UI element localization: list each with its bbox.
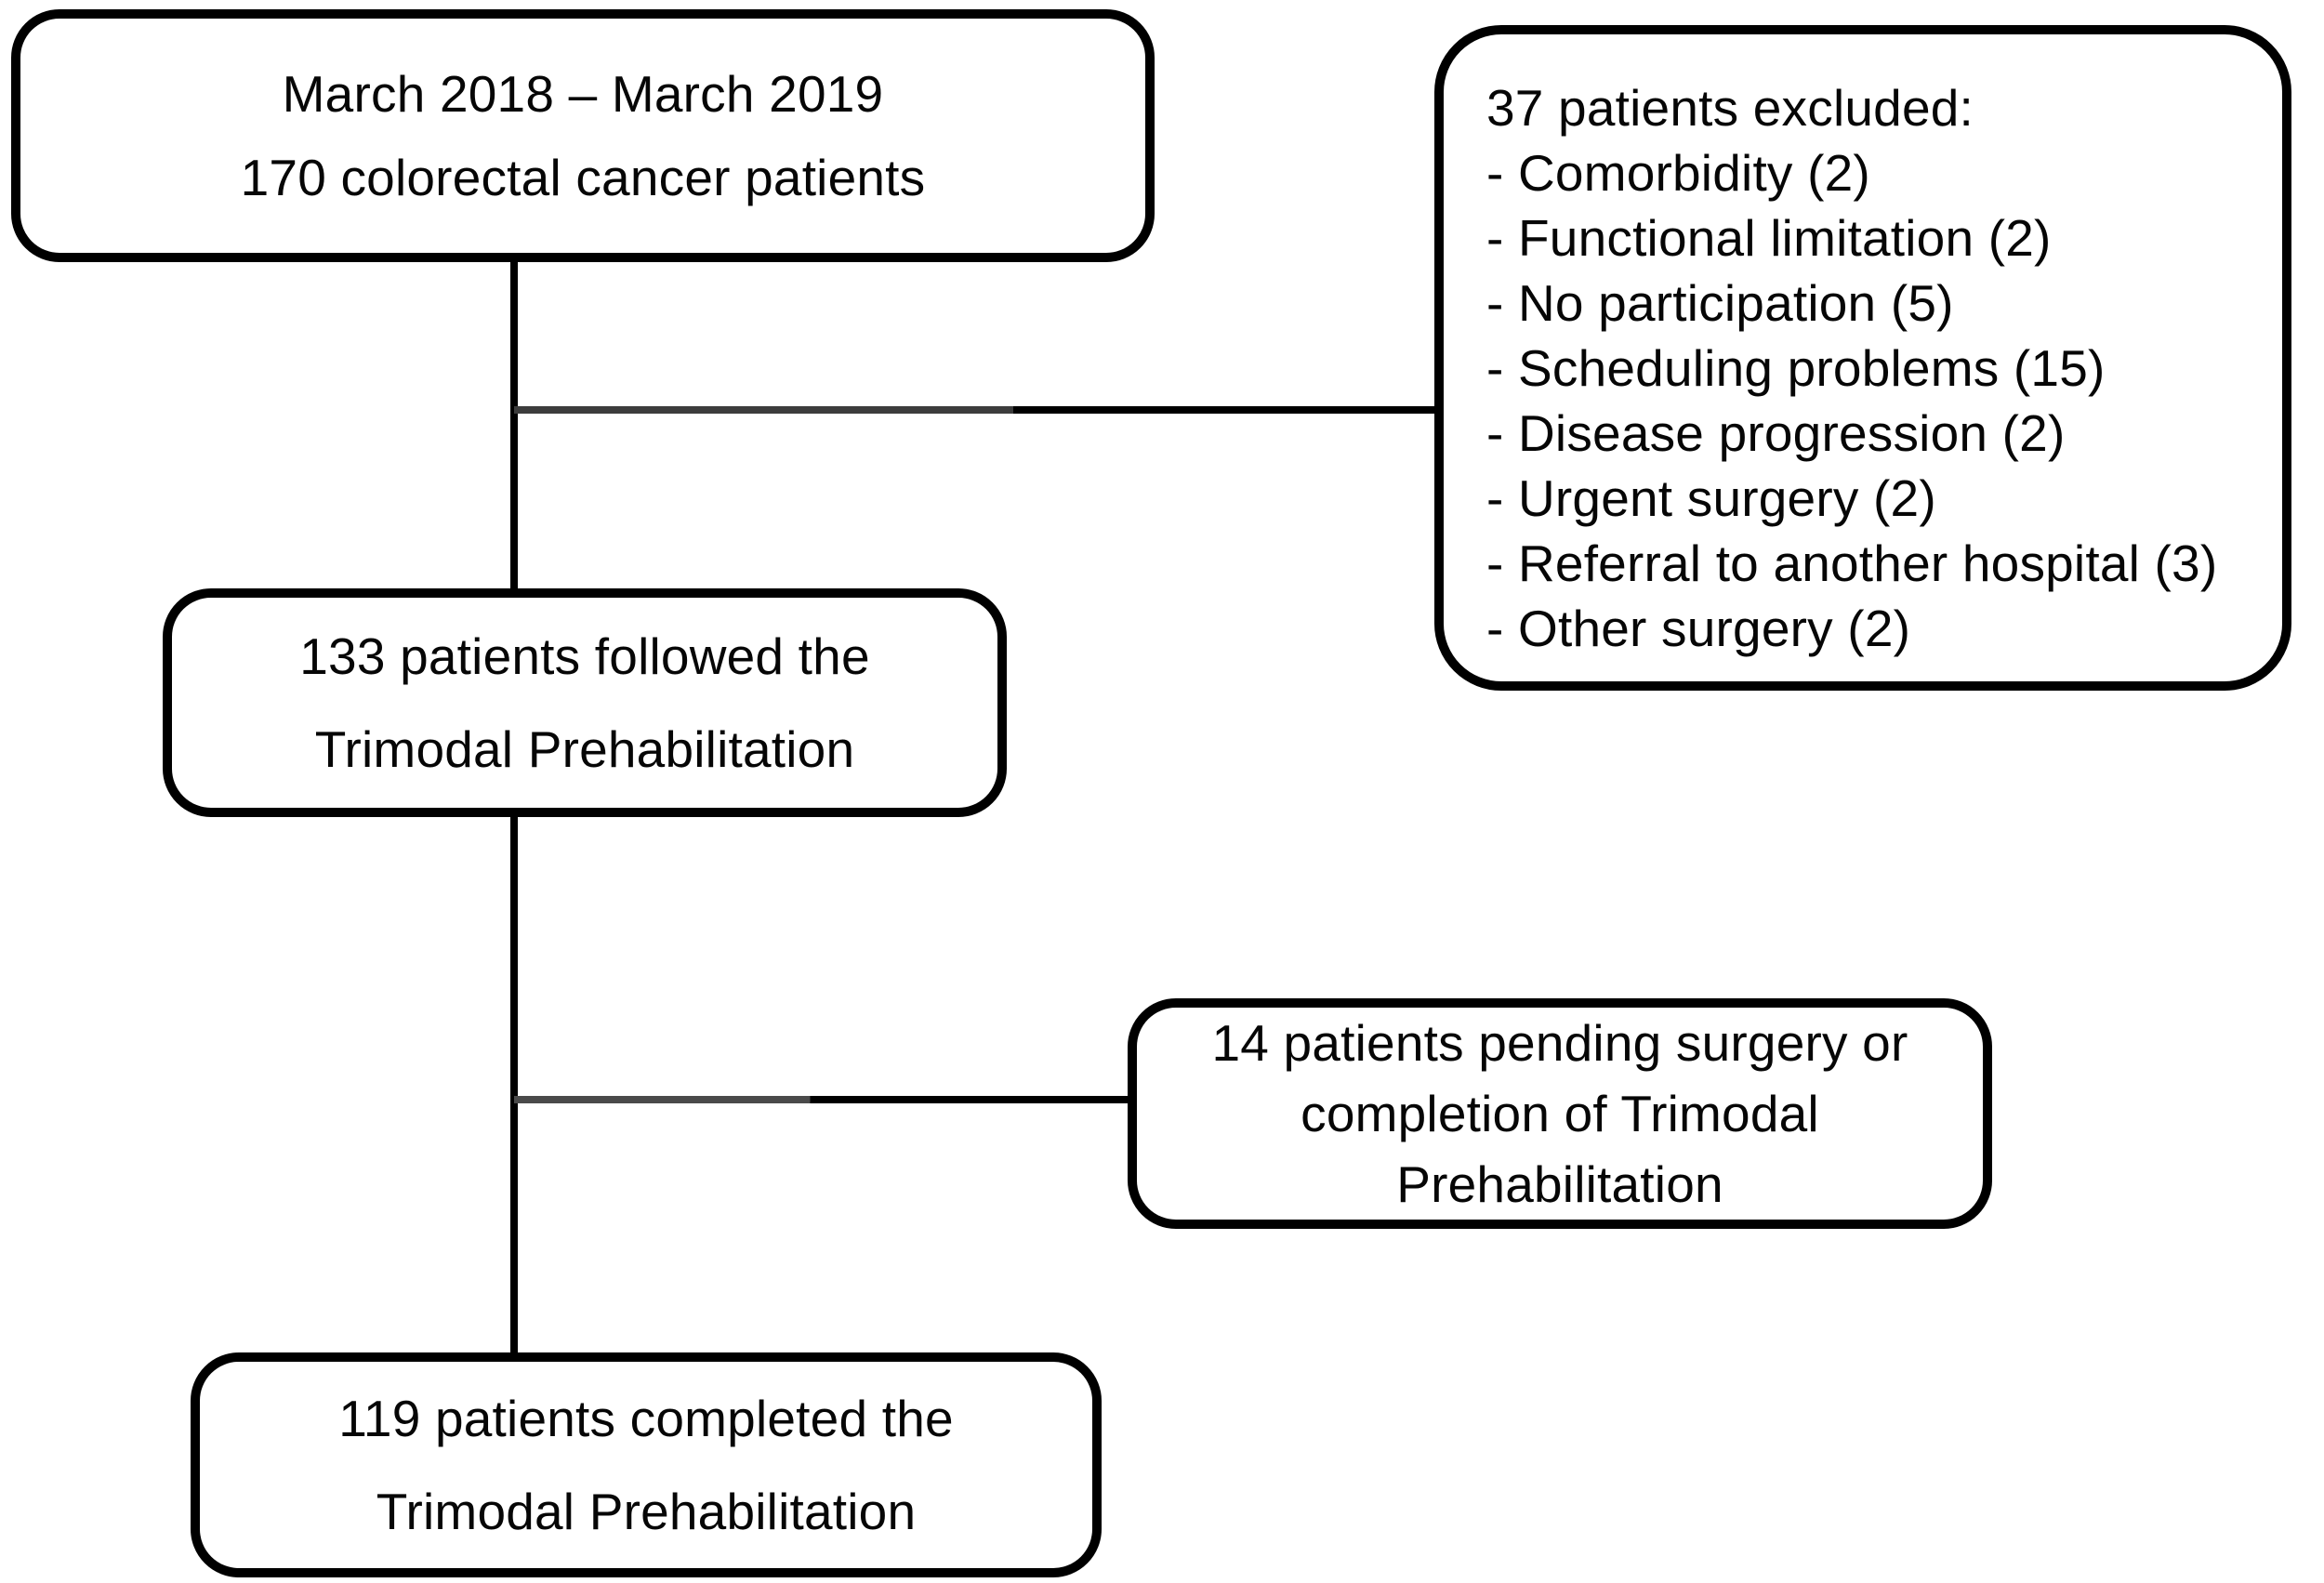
- node-completed: 119 patients completed the Trimodal Preh…: [191, 1352, 1102, 1577]
- followed-line-1: 133 patients followed the: [299, 627, 870, 685]
- connector-followed-down: [510, 813, 518, 1356]
- node-enrollment: March 2018 – March 2019 170 colorectal c…: [11, 9, 1155, 262]
- excluded-item: - Scheduling problems (15): [1486, 339, 2106, 397]
- connector-enrollment-down: [510, 260, 518, 592]
- excluded-item: - No participation (5): [1486, 274, 1954, 332]
- completed-line-1: 119 patients completed the: [338, 1390, 954, 1447]
- pending-line-3: Prehabilitation: [1396, 1155, 1723, 1213]
- excluded-item: - Disease progression (2): [1486, 404, 2066, 462]
- connector-branch-to-excluded: [514, 406, 1438, 414]
- excluded-item: - Urgent surgery (2): [1486, 469, 1936, 527]
- excluded-item: - Comorbidity (2): [1486, 144, 1870, 202]
- excluded-item: - Referral to another hospital (3): [1486, 534, 2218, 592]
- pending-line-2: completion of Trimodal: [1301, 1085, 1819, 1142]
- completed-line-2: Trimodal Prehabilitation: [376, 1483, 917, 1540]
- excluded-item: - Functional limitation (2): [1486, 209, 2052, 267]
- followed-line-2: Trimodal Prehabilitation: [314, 720, 855, 778]
- node-excluded: 37 patients excluded: - Comorbidity (2) …: [1434, 25, 2291, 691]
- node-followed: 133 patients followed the Trimodal Preha…: [163, 588, 1007, 817]
- enrollment-line-2: 170 colorectal cancer patients: [240, 149, 926, 206]
- excluded-item: - Other surgery (2): [1486, 600, 1911, 657]
- connector-branch-to-pending: [514, 1096, 1131, 1103]
- enrollment-line-1: March 2018 – March 2019: [282, 65, 884, 123]
- excluded-title: 37 patients excluded:: [1486, 79, 1974, 137]
- pending-line-1: 14 patients pending surgery or: [1211, 1014, 1908, 1072]
- node-pending: 14 patients pending surgery or completio…: [1128, 998, 1992, 1229]
